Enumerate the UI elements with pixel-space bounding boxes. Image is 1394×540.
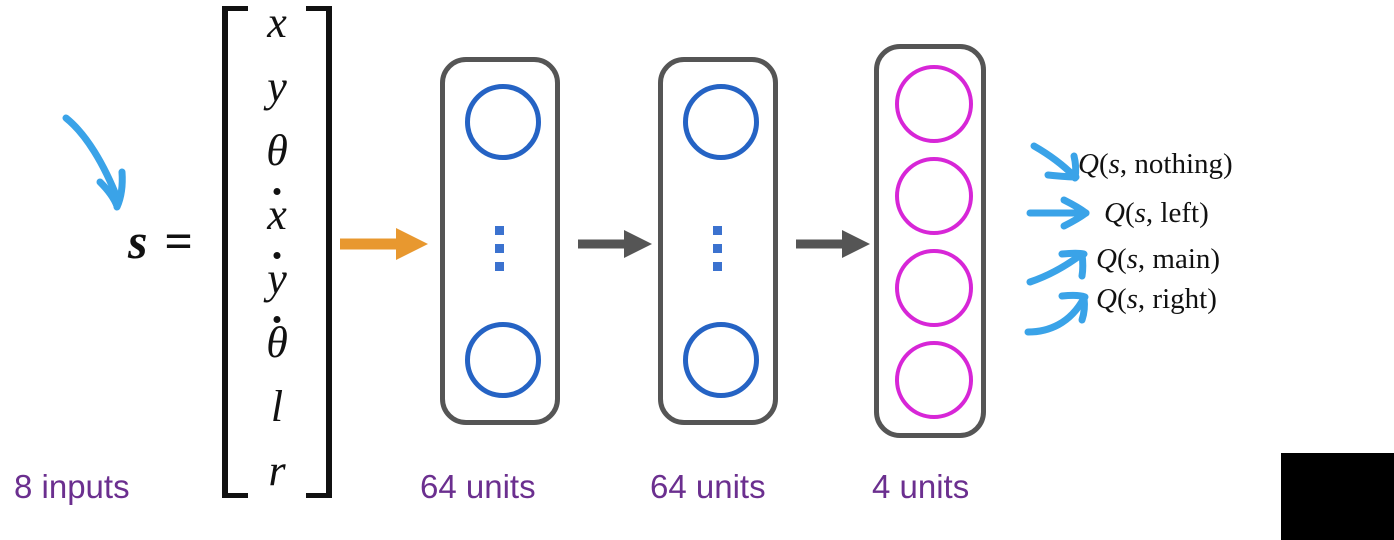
q-paren-open: ( bbox=[1116, 283, 1127, 315]
vector-element-symbol: x bbox=[267, 190, 287, 239]
vector-element: r bbox=[240, 448, 314, 494]
vector-element-symbol: θ bbox=[266, 318, 288, 367]
annotation-arrow-icon bbox=[62, 114, 126, 211]
q-state-symbol: s bbox=[1134, 197, 1146, 229]
hidden-layer-1-node bbox=[465, 84, 541, 160]
q-state-symbol: s bbox=[1108, 148, 1120, 180]
vector-element-symbol: l bbox=[270, 382, 284, 431]
output-arrow-left-icon bbox=[1026, 196, 1090, 230]
caption-output-layer-units: 4 units bbox=[872, 468, 970, 505]
output-layer-box bbox=[874, 44, 986, 438]
black-corner-block bbox=[1281, 453, 1394, 540]
output-arrow-right-icon bbox=[1024, 291, 1089, 336]
vector-element-symbol: r bbox=[268, 446, 286, 495]
layer-arrow-2-icon bbox=[796, 230, 870, 258]
output-layer-node bbox=[895, 249, 973, 327]
layer-arrow-1-icon bbox=[578, 230, 652, 258]
hidden-layer-2-ellipsis-icon bbox=[713, 226, 722, 271]
q-symbol: Q bbox=[1096, 283, 1117, 315]
vector-element-symbol: x bbox=[267, 0, 287, 47]
bracket-left-icon bbox=[222, 6, 248, 498]
q-action-name: nothing bbox=[1134, 148, 1224, 180]
q-comma: , bbox=[1145, 197, 1161, 229]
q-label-right: Q(s, right) bbox=[1096, 283, 1217, 316]
vector-element: θ bbox=[240, 128, 314, 174]
state-symbol-label: s = bbox=[128, 213, 195, 269]
caption-input-units: 8 inputs bbox=[14, 468, 130, 505]
vector-element: x bbox=[240, 188, 314, 239]
vector-element: y bbox=[240, 64, 314, 110]
state-vector: x y θ x y θ l r bbox=[222, 0, 332, 514]
hidden-layer-1-box bbox=[440, 57, 560, 425]
q-action-name: left bbox=[1160, 197, 1200, 229]
caption-hidden-layer-1-units: 64 units bbox=[420, 468, 536, 505]
output-layer-node bbox=[895, 65, 973, 143]
hidden-layer-2-node bbox=[683, 84, 759, 160]
hidden-layer-2-box bbox=[658, 57, 778, 425]
q-comma: , bbox=[1137, 243, 1153, 275]
vector-element-symbol: θ bbox=[266, 126, 288, 175]
q-paren-open: ( bbox=[1098, 148, 1109, 180]
time-derivative-dot-icon bbox=[273, 252, 281, 259]
q-comma: , bbox=[1137, 283, 1153, 315]
time-derivative-dot-icon bbox=[273, 316, 281, 323]
q-paren-close: ) bbox=[1207, 283, 1217, 315]
q-state-symbol: s bbox=[1126, 243, 1138, 275]
q-paren-close: ) bbox=[1199, 197, 1209, 229]
hidden-layer-1-ellipsis-icon bbox=[495, 226, 504, 271]
hidden-layer-1-node bbox=[465, 322, 541, 398]
q-state-symbol: s bbox=[1126, 283, 1138, 315]
caption-hidden-layer-2-units: 64 units bbox=[650, 468, 766, 505]
output-arrow-nothing-icon bbox=[1030, 142, 1080, 182]
vector-element-symbol: y bbox=[267, 62, 287, 111]
q-action-name: main bbox=[1152, 243, 1211, 275]
q-action-name: right bbox=[1152, 283, 1208, 315]
q-symbol: Q bbox=[1096, 243, 1117, 275]
output-layer-node bbox=[895, 157, 973, 235]
output-layer-node bbox=[895, 341, 973, 419]
q-comma: , bbox=[1119, 148, 1135, 180]
vector-element: x bbox=[240, 0, 314, 46]
vector-element: θ bbox=[240, 316, 314, 367]
vector-element-symbol: y bbox=[267, 254, 287, 303]
input-arrow-icon bbox=[340, 228, 428, 260]
q-label-nothing: Q(s, nothing) bbox=[1078, 148, 1233, 181]
bracket-right-icon bbox=[306, 6, 332, 498]
q-symbol: Q bbox=[1078, 148, 1099, 180]
q-label-main: Q(s, main) bbox=[1096, 243, 1220, 276]
hidden-layer-2-node bbox=[683, 322, 759, 398]
q-paren-open: ( bbox=[1124, 197, 1135, 229]
state-vector-items: x y θ x y θ l r bbox=[240, 0, 314, 494]
q-paren-close: ) bbox=[1210, 243, 1221, 275]
time-derivative-dot-icon bbox=[273, 188, 281, 195]
vector-element: y bbox=[240, 252, 314, 303]
q-label-left: Q(s, left) bbox=[1104, 197, 1209, 230]
q-paren-close: ) bbox=[1223, 148, 1233, 180]
vector-element: l bbox=[240, 384, 314, 430]
output-arrow-main-icon bbox=[1026, 249, 1088, 286]
q-symbol: Q bbox=[1104, 197, 1125, 229]
q-paren-open: ( bbox=[1116, 243, 1127, 275]
